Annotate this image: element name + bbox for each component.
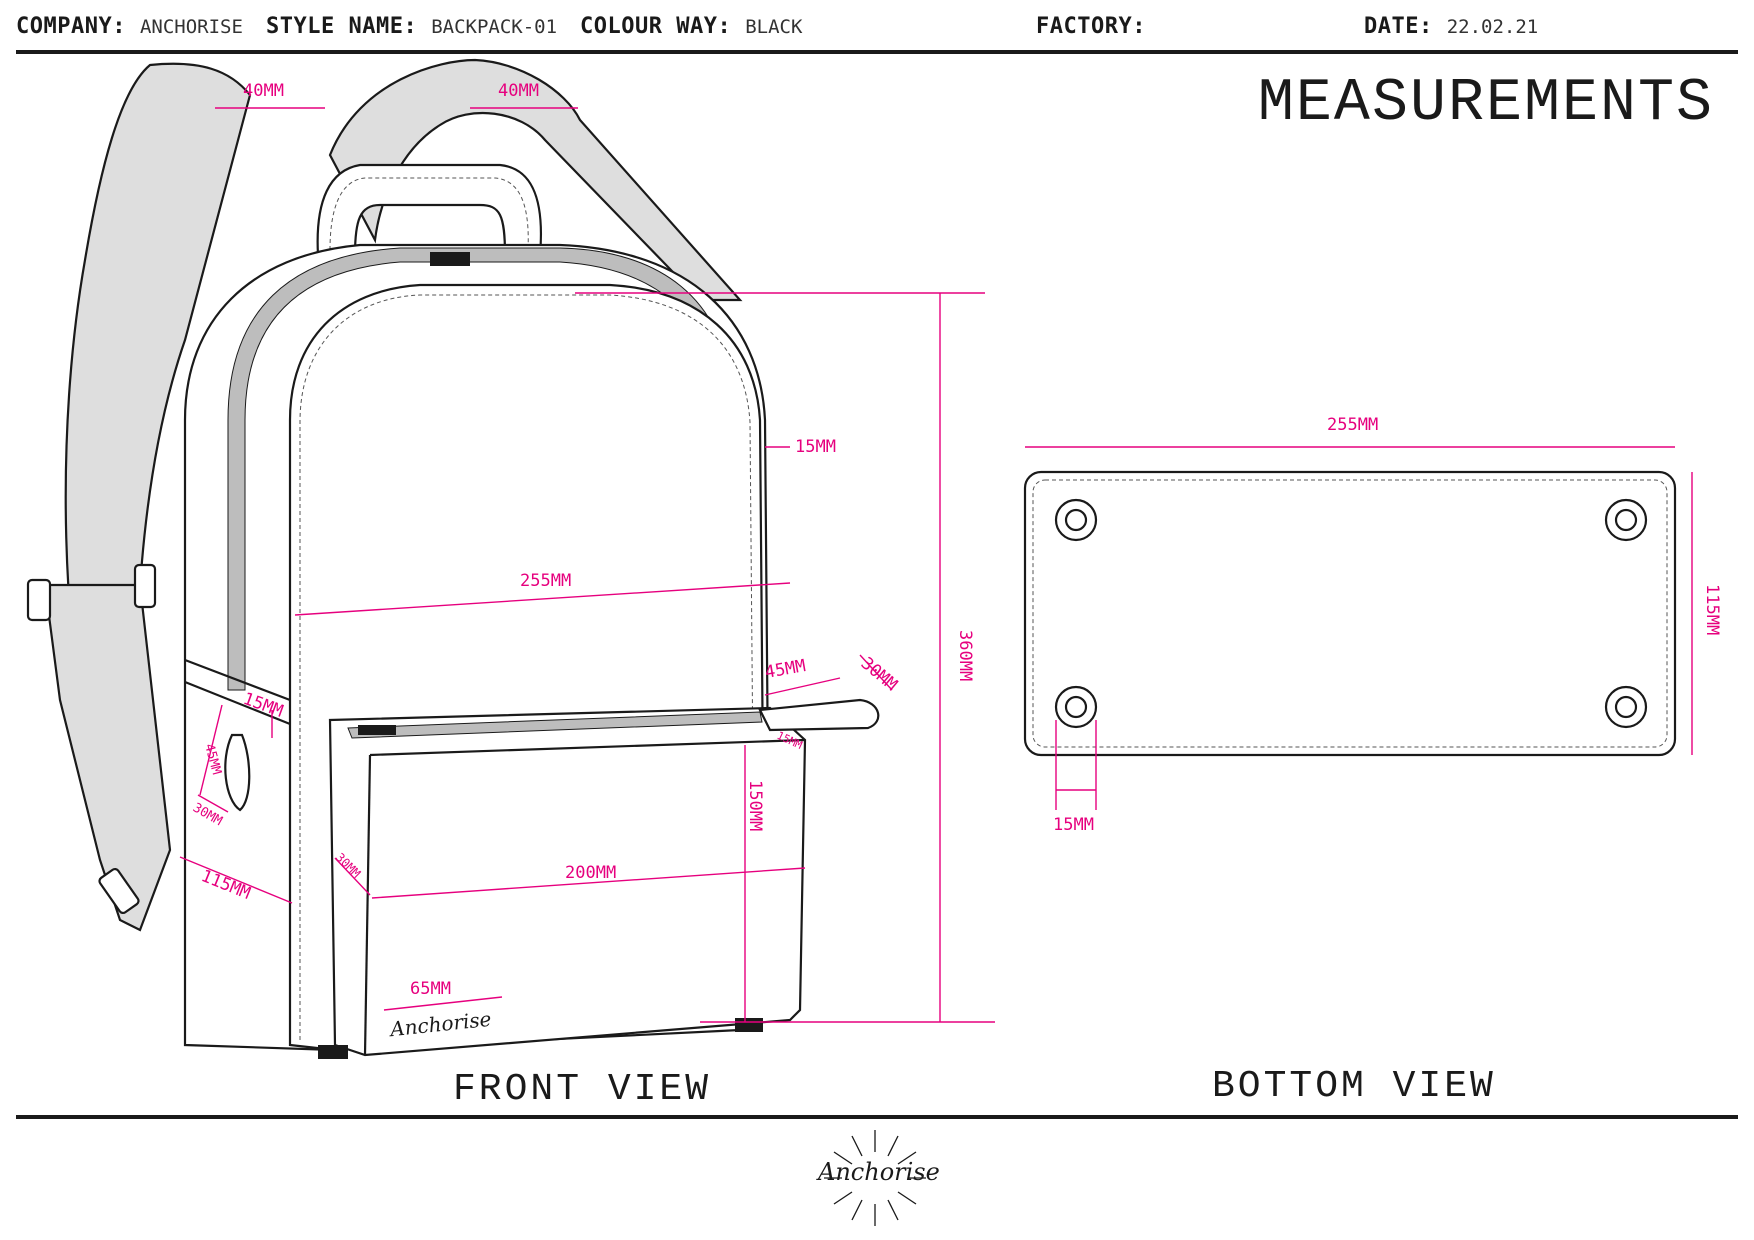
dim-line-loop-height (199, 704, 223, 796)
factory-label: FACTORY: (1036, 14, 1146, 39)
date-field: DATE: 22.02.21 (1364, 14, 1538, 39)
dim-label-strap-right: 40MM (498, 81, 539, 101)
bottom-view-label: BOTTOM VIEW (1212, 1065, 1496, 1108)
side-band-top (184, 658, 291, 702)
brand-logo-text: Anchorise (818, 1158, 940, 1186)
dim-line-loop-width (197, 794, 229, 813)
date-label: DATE: (1364, 14, 1433, 39)
page-title: MEASUREMENTS (1257, 70, 1714, 138)
dim-line-pocket-depth (334, 857, 371, 896)
dim-label-strap-left: 40MM (243, 81, 284, 101)
foot-top-left (1054, 498, 1098, 542)
strap-buckle-lower (98, 867, 140, 915)
date-value: 22.02.21 (1446, 16, 1539, 38)
bottom-view-dimensions: 255MM 115MM 15MM (1025, 415, 1722, 835)
dim-label-pocket-height: 150MM (745, 780, 765, 831)
sunburst-icon (824, 1130, 926, 1226)
zipper-pull-tab (758, 698, 880, 732)
front-view-label: FRONT VIEW (453, 1068, 712, 1111)
style-name-field: STYLE NAME: BACKPACK-01 (266, 14, 557, 39)
bottom-panel-stitch (1032, 479, 1668, 748)
front-panel-stitch (299, 294, 756, 1040)
dim-label-foot-inset: 15MM (1053, 815, 1094, 835)
front-pocket-side-edge (363, 754, 372, 1056)
foot-bottom-right (1604, 685, 1648, 729)
right-shoulder-strap (328, 58, 743, 302)
dim-line-tab-length (764, 677, 841, 696)
colour-way-label: COLOUR WAY: (580, 14, 732, 39)
dim-label-body-width: 255MM (520, 571, 571, 591)
side-loop (224, 733, 251, 812)
dim-label-tab-length: 45MM (763, 656, 807, 683)
dim-label-border: 15MM (795, 437, 836, 457)
dim-label-bottom-width: 255MM (1327, 415, 1378, 435)
strap-buckle-side (133, 563, 157, 609)
dim-label-height: 360MM (955, 630, 975, 681)
pocket-zipper-puller (358, 725, 396, 735)
dim-label-pocket-width: 200MM (565, 863, 616, 883)
dim-line-pocket-width (371, 867, 806, 899)
pocket-zipper (347, 711, 763, 739)
dim-line-logo-width (383, 996, 503, 1011)
backpack-front-view (26, 58, 880, 1059)
foot-right (735, 1018, 763, 1032)
handle-stitch (329, 177, 529, 251)
dim-line-body-width (294, 582, 791, 616)
dim-label-logo-width: 65MM (410, 979, 451, 999)
foot-top-right (1604, 498, 1648, 542)
bottom-panel (1023, 470, 1677, 757)
backpack-bottom-view (1023, 470, 1677, 757)
dim-label-bottom-depth: 115MM (1702, 584, 1722, 635)
footer-rule (16, 1115, 1738, 1119)
left-strap-lower (43, 583, 172, 932)
colour-way-field: COLOUR WAY: BLACK (580, 14, 802, 39)
style-name-value: BACKPACK-01 (431, 16, 558, 38)
style-name-label: STYLE NAME: (266, 14, 418, 39)
brand-logo (810, 1122, 940, 1234)
company-label: COMPANY: (16, 14, 126, 39)
header-rule (16, 50, 1738, 54)
zipper-puller-top (430, 252, 470, 266)
foot-left (318, 1045, 348, 1059)
dim-label-tab-width: 30MM (857, 654, 901, 696)
strap-buckle-upper (26, 578, 52, 622)
foot-bottom-left (1054, 685, 1098, 729)
colour-way-value: BLACK (745, 16, 803, 38)
front-pocket-top-edge (369, 738, 806, 757)
factory-field: FACTORY: (1036, 14, 1160, 39)
company-value: ANCHORISE (139, 16, 243, 38)
title-block: COMPANY: ANCHORISE STYLE NAME: BACKPACK-01… (16, 10, 1738, 50)
dim-line-tab-width (859, 654, 893, 691)
dim-line-depth (179, 856, 293, 904)
company-field: COMPANY: ANCHORISE (16, 14, 243, 39)
top-handle (316, 163, 542, 257)
